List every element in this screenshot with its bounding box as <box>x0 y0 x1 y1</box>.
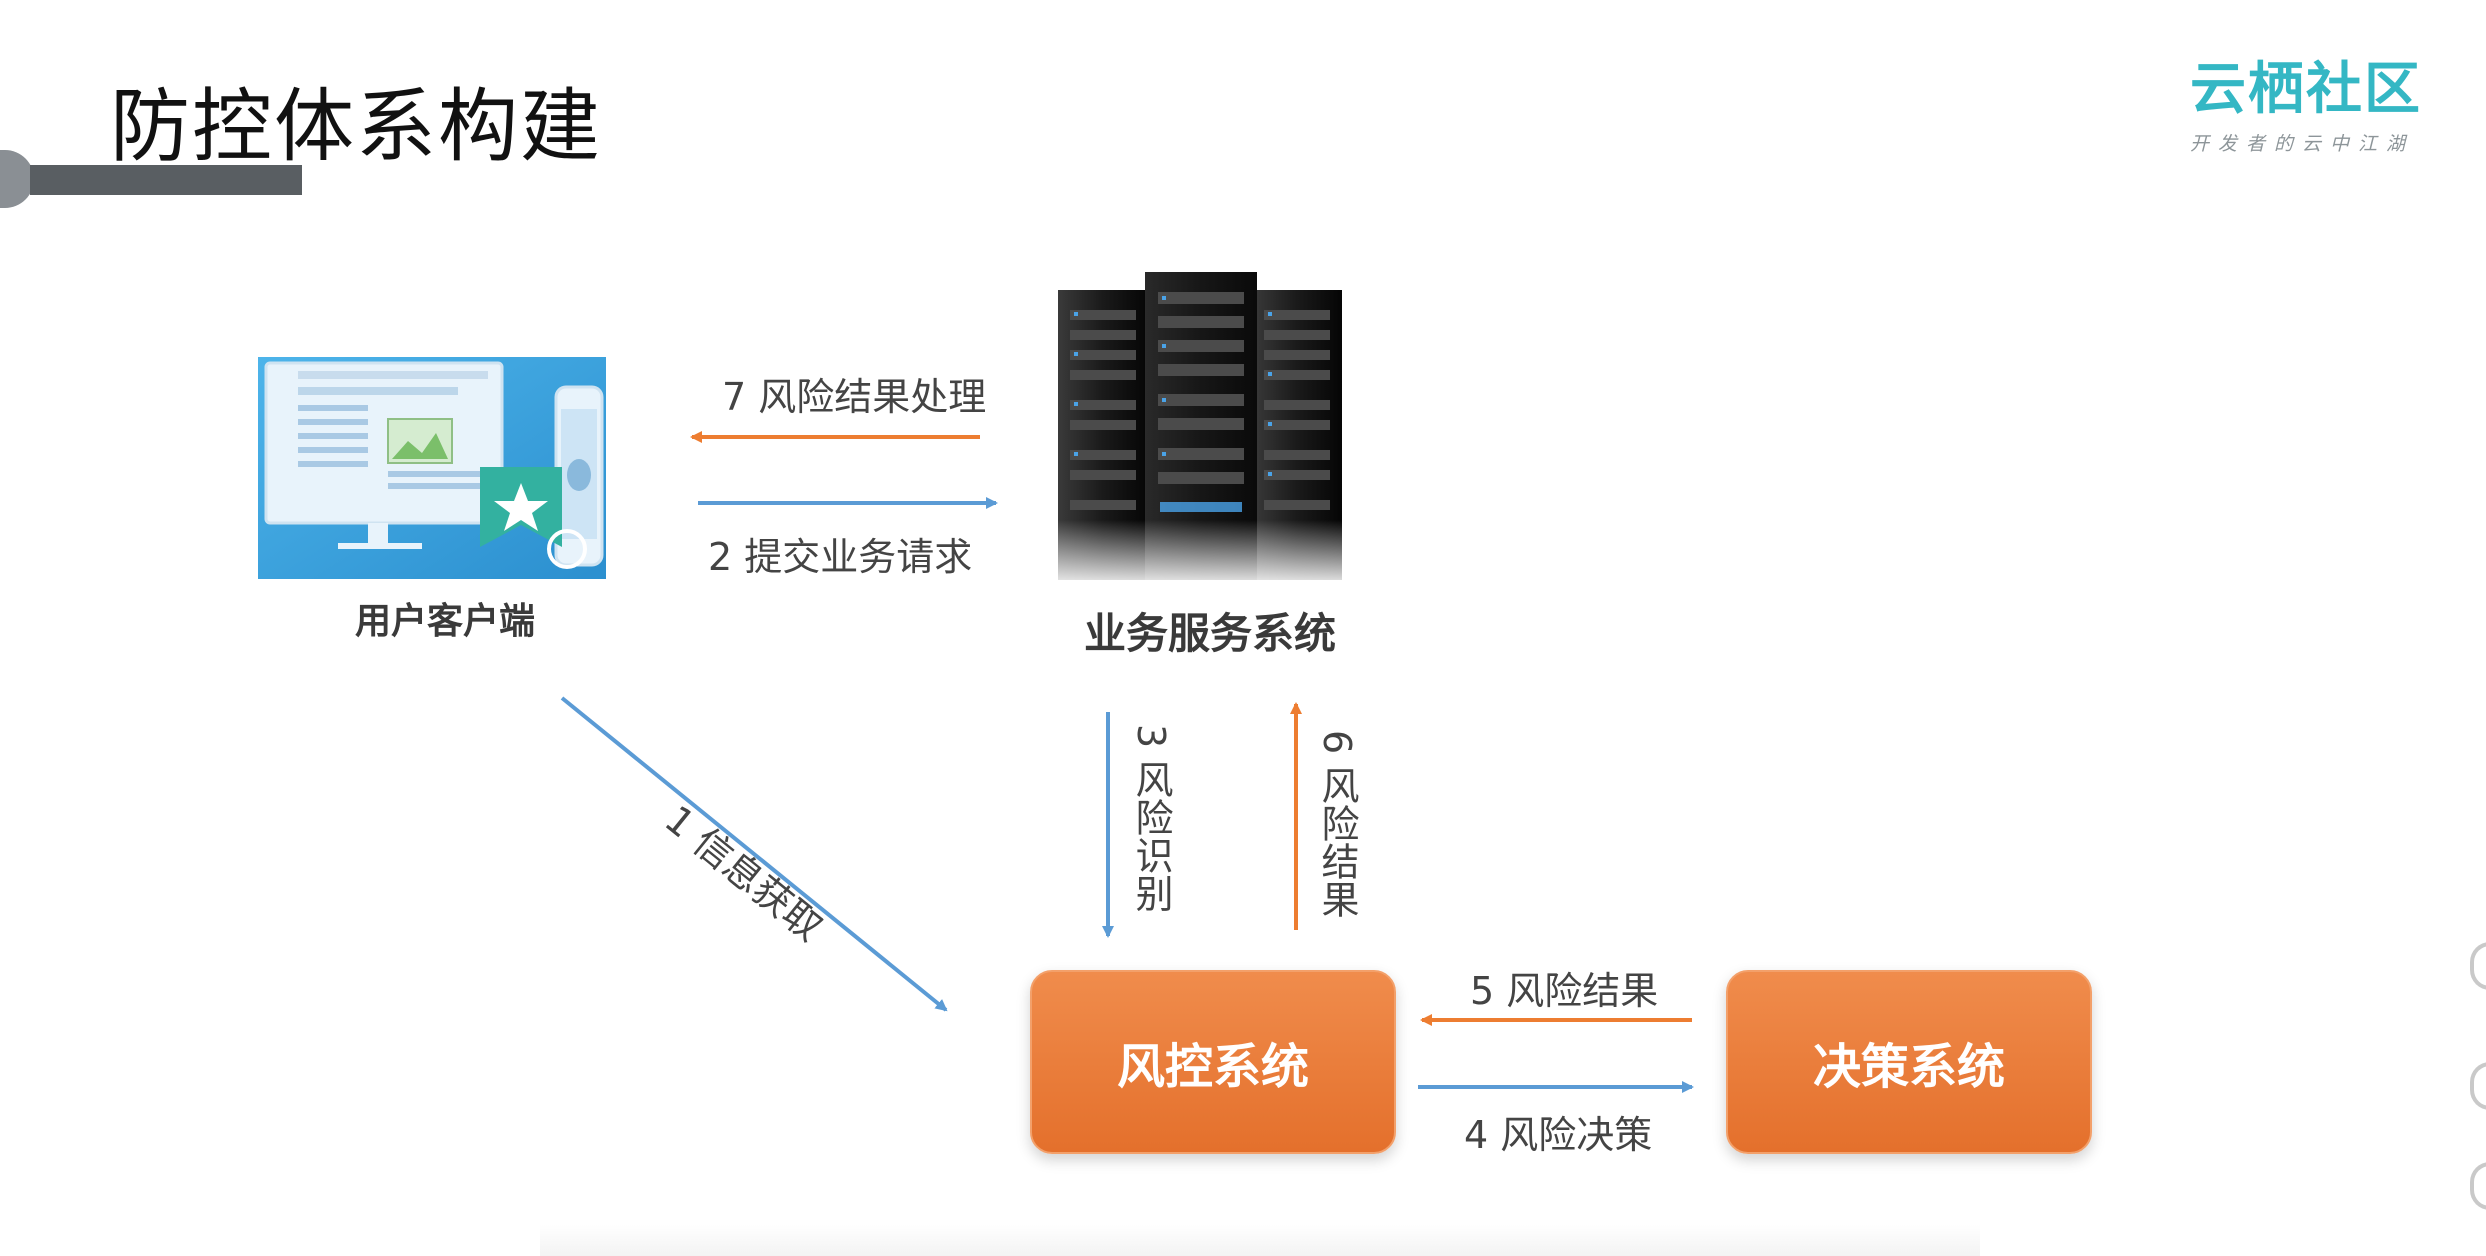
arrow-1 <box>560 696 948 1012</box>
client-illustration <box>258 357 606 579</box>
node-label-decision: 决策系统 <box>1812 1039 2005 1095</box>
server-illustration <box>1050 270 1350 590</box>
edge-label-3: 3 风险识别 <box>1129 724 1173 913</box>
risk-control-system-box: 风控系统 <box>1030 970 1396 1154</box>
desktop-and-phone-icon <box>258 357 606 579</box>
edge-label-4: 4 风险决策 <box>1464 1113 1653 1157</box>
edge-label-6: 6 风险结果 <box>1315 730 1359 919</box>
logo-name: 云栖社区 <box>2190 57 2422 122</box>
server-rack-icon <box>1050 272 1350 590</box>
edge-label-2: 2 提交业务请求 <box>708 535 973 579</box>
logo-tagline: 开发者的云中江湖 <box>2190 133 2415 155</box>
edge-label-5: 5 风险结果 <box>1470 969 1659 1013</box>
decision-system-box: 决策系统 <box>1726 970 2092 1154</box>
node-label-risk: 风控系统 <box>1116 1039 1309 1095</box>
node-label-business: 业务服务系统 <box>1083 609 1336 658</box>
brand-logo: 云栖社区 开发者的云中江湖 <box>2190 44 2422 156</box>
slide-title: 防控体系构建 <box>110 80 602 173</box>
title-underline-bar <box>30 165 302 195</box>
edge-label-7: 7 风险结果处理 <box>722 375 987 419</box>
footer-shade <box>540 1225 1980 1256</box>
node-label-client: 用户客户端 <box>354 601 535 642</box>
